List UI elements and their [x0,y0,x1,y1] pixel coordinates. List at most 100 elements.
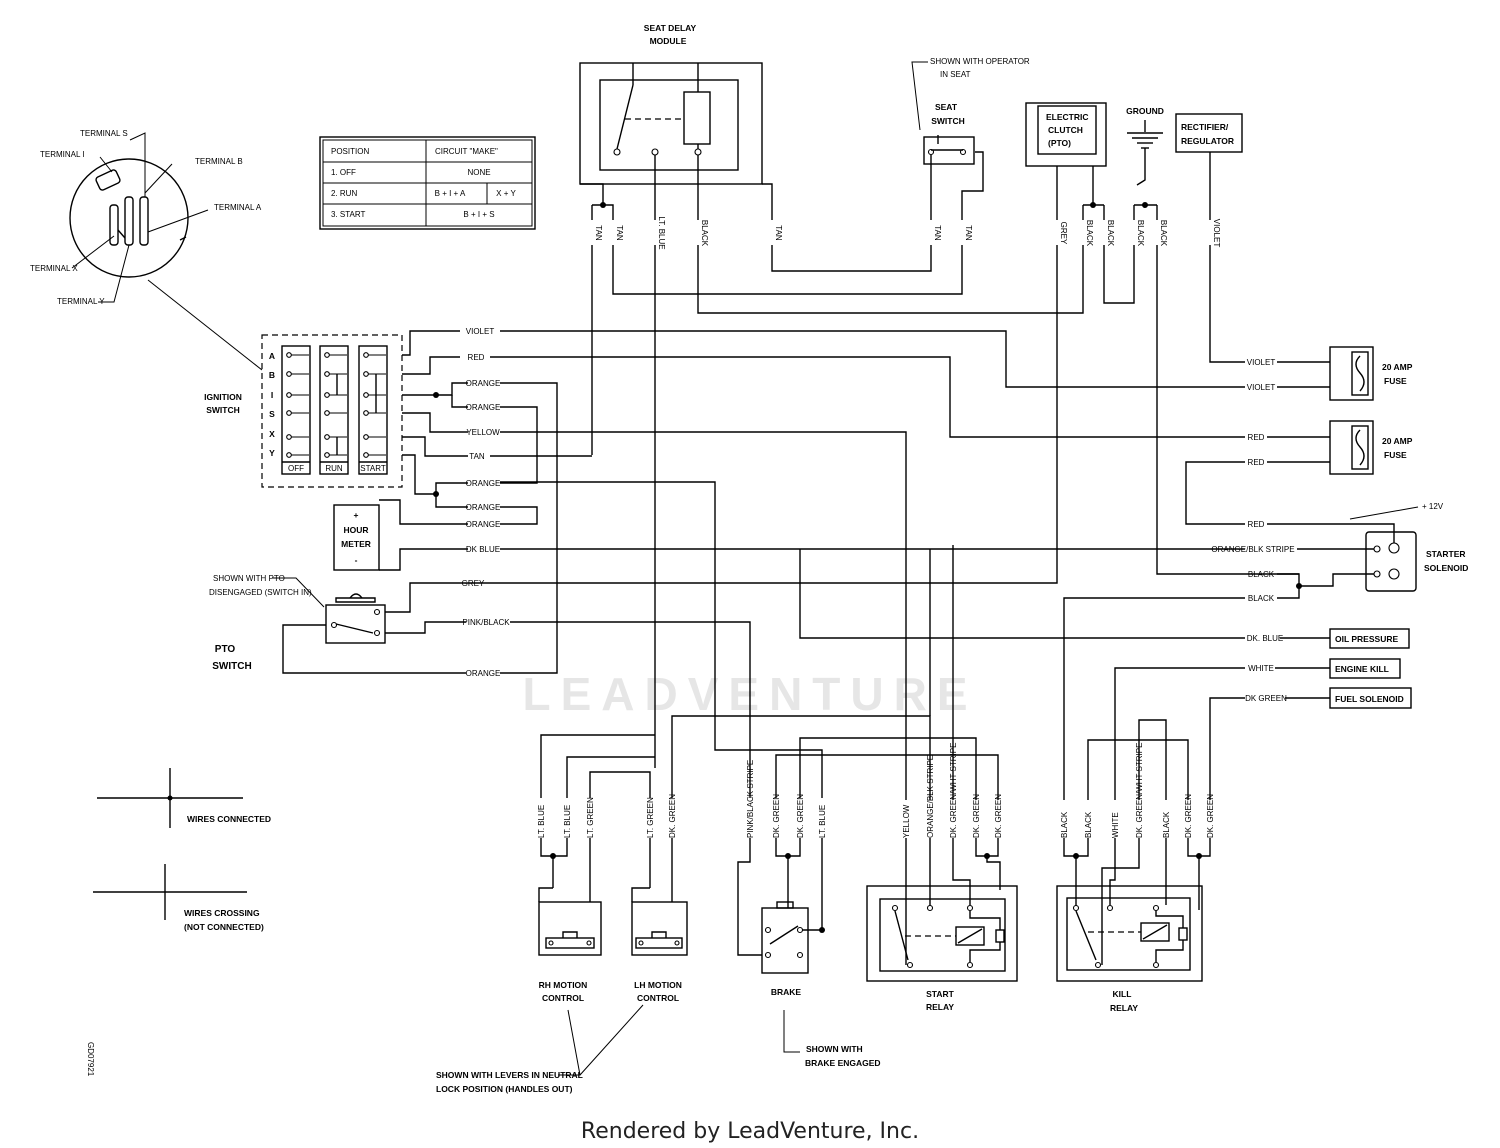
wire-label: DK. GREEN [972,794,981,838]
wire-label: LT. BLUE [563,805,572,838]
oil-pressure-label: OIL PRESSURE [1335,634,1398,644]
switch-contact [324,410,330,416]
hour-meter-subtitle: METER [341,539,371,549]
terminal-b-label: TERMINAL B [195,157,243,166]
wire-label: YELLOW [466,428,500,437]
circuit-table: POSITION CIRCUIT "MAKE" 1. OFF NONE 2. R… [319,136,536,230]
watermark: LEADVENTURE [522,668,977,720]
seat-note-line2: IN SEAT [940,70,971,79]
wire-label: TAN [594,225,603,241]
wire-label: LT. BLUE [657,216,666,249]
switch-contact [286,371,292,377]
switch-contact [324,371,330,377]
wire-label: PINK/BLACK [462,618,510,627]
switch-contact [286,434,292,440]
wire-label: DK. GREEN [668,794,677,838]
table-cell: 3. START [331,210,365,219]
electric-clutch: ELECTRIC CLUTCH (PTO) [1025,102,1107,167]
switch-letter: B [269,370,275,380]
terminal-a-label: TERMINAL A [214,203,262,212]
top-wiring [580,152,1299,768]
hour-meter-minus: - [355,555,358,565]
fuse-1: 20 AMP FUSE [1277,346,1413,401]
fuse2-subtitle: FUSE [1384,450,1407,460]
wire-label: ORANGE [466,503,501,512]
switch-contact [363,452,369,458]
wire-label: WHITE [1248,664,1274,673]
starter-subtitle: SOLENOID [1424,563,1468,573]
wire-label: BLACK [1159,220,1168,247]
table-cell: B + I + S [463,210,494,219]
wire-label: VIOLET [1247,358,1276,367]
ignition-title: IGNITION [204,392,242,402]
table-cell: B + I + A [435,189,466,198]
seat-delay-module: SEAT DELAY MODULE [579,23,763,185]
switch-letter: S [269,409,275,419]
legend: WIRES CONNECTED WIRES CROSSING (NOT CONN… [86,768,271,1077]
wire-label: ORANGE/BLK STRIPE [1211,545,1294,554]
clutch-line3: (PTO) [1048,138,1071,148]
wire-label: RED [468,353,485,362]
wire-label: BLACK [1106,220,1115,247]
wire-label: ORANGE [466,403,501,412]
wire-label: BLACK [1085,220,1094,247]
switch-contact [286,410,292,416]
wire-label: LT. GREEN [646,797,655,838]
wire-label: ORANGE [466,520,501,529]
wire-label: BLACK [1136,220,1145,247]
clutch-title: ELECTRIC [1046,112,1089,122]
wire-label: DK GREEN [1245,694,1287,703]
table-header-position: POSITION [331,147,369,156]
levers-note-line1: SHOWN WITH LEVERS IN NEUTRAL [436,1070,583,1080]
lh-motion-title: LH MOTION [634,980,682,990]
plus-12v-label: + 12V [1422,502,1444,511]
drawing-number: GD07921 [86,1042,95,1077]
wire-label: DK. GREEN [1184,794,1193,838]
legend-not-connected: (NOT CONNECTED) [184,922,264,932]
wire-label: WHITE [1111,812,1120,838]
rectifier-regulator: RECTIFIER/ REGULATOR [1175,113,1243,153]
ignition-switch-face: TERMINAL S TERMINAL I TERMINAL B TERMINA… [30,129,263,371]
switch-letter: I [271,390,273,400]
wire-label: DK. BLUE [1247,634,1283,643]
wire-label: LT. BLUE [818,805,827,838]
wire-label: RED [1248,458,1265,467]
start-relay: START RELAY [866,885,1018,1012]
terminal-y-label: TERMINAL Y [57,297,105,306]
table-header-circuit: CIRCUIT "MAKE" [435,147,498,156]
terminal-i-label: TERMINAL I [40,150,85,159]
wire-label: DK. GREEN [796,794,805,838]
seat-switch: SHOWN WITH OPERATOR IN SEAT SEAT SWITCH [911,57,1030,220]
wire-label: YELLOW [902,804,911,838]
starter-solenoid: STARTER SOLENOID + 12V [1267,502,1468,599]
brake-note-line1: SHOWN WITH [806,1044,863,1054]
hour-meter-title: HOUR [343,525,368,535]
wire-label: LT. BLUE [537,805,546,838]
brake-title: BRAKE [771,987,802,997]
seat-delay-title: SEAT DELAY [644,23,697,33]
ground-label: GROUND [1126,106,1164,116]
wire-label: RED [1248,433,1265,442]
lh-motion-subtitle: CONTROL [637,993,679,1003]
wire-label: TAN [933,225,942,241]
rectifier-line2: REGULATOR [1181,136,1234,146]
switch-contact [363,434,369,440]
kill-relay-title: KILL [1113,989,1132,999]
switch-contact [363,371,369,377]
pto-switch: SHOWN WITH PTO DISENGAGED (SWITCH IN) PT… [209,574,386,672]
position-run: RUN [325,464,343,473]
wire-label: VIOLET [466,327,495,336]
wire-label: DK BLUE [466,545,500,554]
kill-relay-subtitle: RELAY [1110,1003,1138,1013]
kill-relay: KILL RELAY [1056,885,1203,1013]
switch-letter: Y [269,448,275,458]
wire-label: PINK/BLACK STRIPE [746,760,755,838]
wire-label: RED [1248,520,1265,529]
wire-label: TAN [615,225,624,241]
ground-symbol: GROUND [1126,106,1164,186]
wire-label: GREY [462,579,485,588]
wire-label: BLACK [700,220,709,247]
